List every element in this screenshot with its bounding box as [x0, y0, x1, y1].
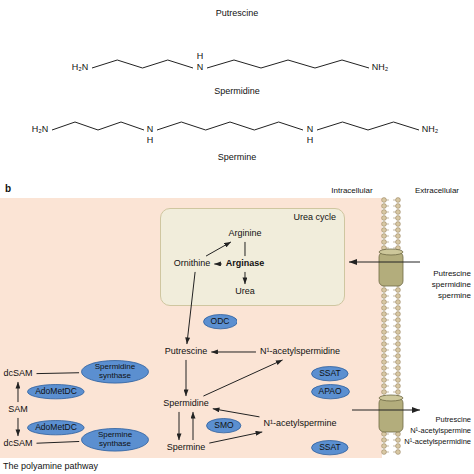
node-text: SSAT	[319, 369, 341, 378]
node-text: N¹-acetylspermine	[263, 419, 336, 429]
figure-label: Spermine	[218, 153, 257, 163]
import-arrow	[349, 262, 420, 263]
transporter	[379, 249, 403, 432]
metabolite-node: Spermine	[165, 442, 208, 454]
structure-bonds	[52, 60, 419, 130]
metabolite-node: dcSAM	[1, 368, 34, 380]
figure-label: Extracellular	[415, 187, 459, 196]
figure-label: spermine	[438, 292, 471, 301]
figure-label: NH₂	[372, 63, 389, 73]
figure-label: spermidine	[432, 281, 471, 290]
node-text: SSAT	[319, 443, 341, 452]
node-text: Spermine	[167, 443, 206, 453]
node-text: SAM	[8, 405, 28, 415]
figure-label: N	[197, 63, 204, 73]
reaction-arrow	[244, 242, 245, 256]
node-text: APAO	[319, 387, 342, 396]
metabolite-node: N¹-acetylspermidine	[258, 346, 342, 358]
reaction-arrow	[244, 272, 245, 284]
reaction-arrow	[209, 432, 262, 443]
metabolite-node: Putrescine	[163, 346, 210, 358]
cell-interior	[0, 198, 382, 458]
reaction-arrow	[203, 360, 282, 396]
figure-label: H	[147, 136, 154, 146]
enzyme-ellipse: ODC	[203, 314, 238, 329]
reaction-arrow	[17, 418, 18, 436]
enzyme-ellipse: SSAT	[311, 440, 349, 455]
figure-label: NH₂	[422, 125, 439, 135]
figure-label: N	[307, 125, 314, 135]
enzyme-ellipse: AdoMetDC	[27, 420, 85, 435]
figure-label: Putrescine	[216, 9, 259, 19]
pathway-region: Urea cycleArginineOrnithine ArginaseUrea	[160, 208, 345, 306]
metabolite-node: Ornithine	[172, 258, 213, 270]
node-text: Ornithine	[174, 259, 211, 269]
figure-label: Putrescine	[436, 416, 471, 424]
node-text: Spermidine synthase	[89, 363, 141, 381]
figure-label: N	[147, 125, 154, 135]
node-text: AdoMetDC	[35, 423, 77, 432]
node-text: ODC	[211, 317, 230, 326]
enzyme-ellipse: AdoMetDC	[27, 384, 85, 399]
figure-caption: The polyamine pathway	[3, 462, 98, 472]
node-text: dcSAM	[3, 369, 32, 379]
region-title: Urea cycle	[293, 213, 336, 223]
export-arrow	[352, 410, 420, 411]
node-text: dcSAM	[3, 439, 32, 449]
figure-label: H	[197, 52, 204, 62]
enzyme-label: Arginase	[224, 258, 267, 270]
metabolite-node: SAM	[6, 404, 30, 416]
reaction-arrow	[37, 372, 80, 374]
enzyme-ellipse: SSAT	[311, 366, 349, 381]
enzyme-ellipse: APAO	[311, 384, 350, 399]
reaction-arrow	[214, 263, 221, 264]
metabolite-node: N¹-acetylspermine	[261, 418, 338, 430]
figure-label: Putrescine	[433, 270, 471, 279]
figure-label: H₂N	[32, 125, 49, 135]
figure-label: b	[5, 183, 11, 194]
reaction-arrow	[179, 412, 180, 440]
figure-label: N¹-acetylspermine	[410, 427, 471, 435]
reaction-arrow	[186, 360, 187, 396]
node-text: Arginase	[226, 259, 265, 269]
enzyme-ellipse: Spermine synthase	[81, 428, 149, 452]
figure-label: H₂N	[72, 63, 89, 73]
metabolite-node: Spermidine	[161, 398, 211, 410]
node-text: Spermidine	[163, 399, 209, 409]
reaction-arrow	[213, 409, 260, 417]
node-text: Urea	[235, 287, 255, 297]
node-text: Spermine synthase	[89, 431, 141, 449]
node-text: N¹-acetylspermidine	[260, 347, 340, 357]
reaction-arrow	[37, 441, 80, 443]
metabolite-node: dcSAM	[1, 438, 34, 450]
enzyme-ellipse: SMO	[206, 418, 241, 433]
node-text: Putrescine	[165, 347, 208, 357]
node-text: AdoMetDC	[35, 387, 77, 396]
enzyme-ellipse: Spermidine synthase	[81, 360, 149, 384]
figure-label: Intracellular	[331, 187, 372, 196]
node-text: SMO	[214, 421, 233, 430]
metabolite-node: Arginine	[226, 228, 263, 240]
figure-label: Spermidine	[214, 87, 260, 97]
reaction-arrow	[17, 382, 18, 402]
reaction-arrow	[211, 351, 256, 352]
figure-label: N¹-acetylspermidine	[404, 438, 471, 446]
node-text: Arginine	[228, 229, 261, 239]
metabolite-node: Urea	[233, 286, 257, 298]
figure-label: H	[307, 136, 314, 146]
reaction-arrow	[193, 412, 194, 440]
